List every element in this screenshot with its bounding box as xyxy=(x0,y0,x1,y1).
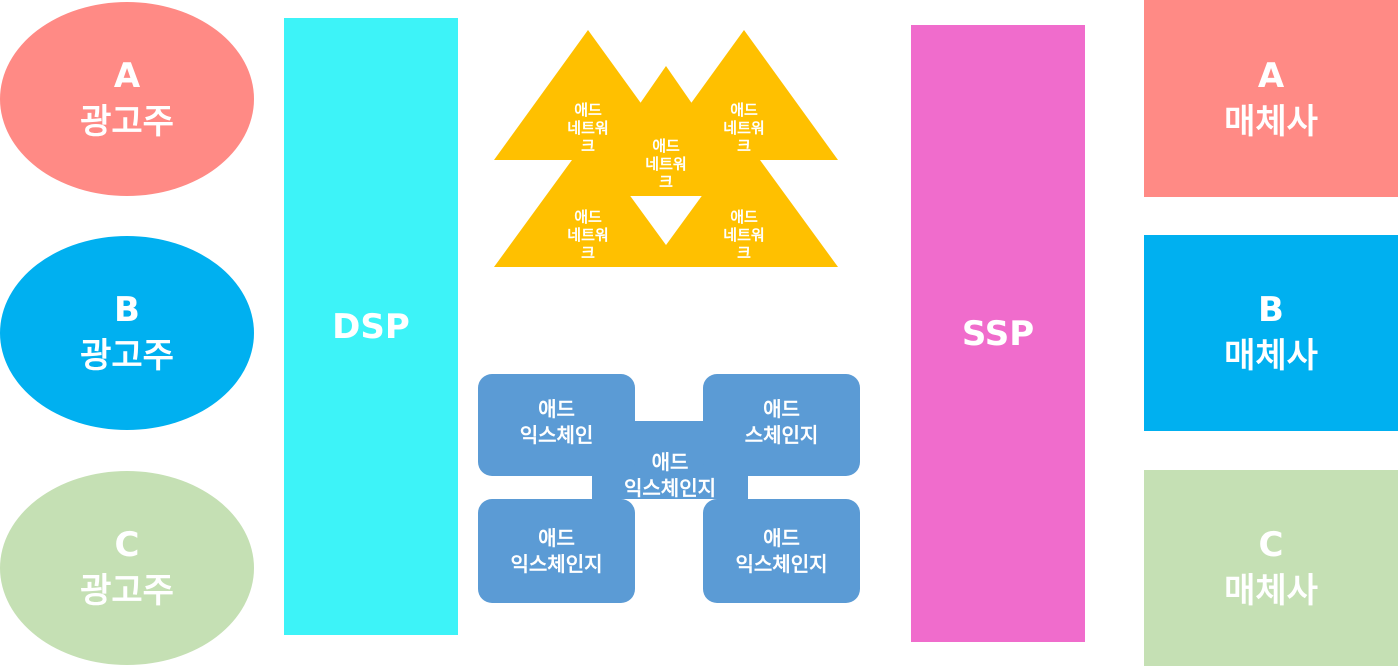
ad-exchange-bottom-left: 애드 익스체인지 xyxy=(478,499,635,603)
advertiser-a-letter: A xyxy=(113,56,141,96)
publisher-b: B 매체사 xyxy=(1144,235,1398,431)
ad-network-label-top-left: 애드 네트워 크 xyxy=(567,101,609,155)
ad-exchange-center-label: 애드 익스체인지 xyxy=(624,450,716,500)
ad-network-triangle-bottom-right xyxy=(650,138,838,267)
publisher-c-letter: C xyxy=(1258,525,1284,565)
dsp-column: DSP xyxy=(284,18,458,635)
ad-exchange-bottom-right: 애드 익스체인지 xyxy=(703,499,860,603)
ad-network-triangle-center xyxy=(576,66,756,196)
ad-exchange-top-left: 애드 익스체인 xyxy=(478,374,635,476)
ad-network-label-center: 애드 네트워 크 xyxy=(645,137,687,191)
publisher-a: A 매체사 xyxy=(1144,0,1398,197)
advertiser-b: B 광고주 xyxy=(0,236,254,430)
advertiser-b-letter: B xyxy=(114,290,140,330)
publisher-a-label: 매체사 xyxy=(1224,101,1318,142)
publisher-c: C 매체사 xyxy=(1144,470,1398,666)
advertiser-c: C 광고주 xyxy=(0,471,254,665)
publisher-b-letter: B xyxy=(1258,290,1284,330)
advertiser-b-label: 광고주 xyxy=(80,336,174,376)
publisher-c-label: 매체사 xyxy=(1224,571,1318,611)
advertiser-c-label: 광고주 xyxy=(80,571,174,611)
ad-exchange-top-right: 애드 스체인지 xyxy=(703,374,860,476)
ssp-column: SSP xyxy=(911,25,1085,642)
ssp-label: SSP xyxy=(961,313,1035,354)
advertiser-a-label: 광고주 xyxy=(80,102,174,142)
publisher-a-letter: A xyxy=(1257,55,1285,96)
ad-network-gap xyxy=(632,198,700,242)
dsp-label: DSP xyxy=(332,306,410,347)
ad-network-label-top-right: 애드 네트워 크 xyxy=(723,101,765,155)
advertiser-a: A 광고주 xyxy=(0,2,254,196)
ad-network-triangle-bottom-left xyxy=(494,138,682,267)
ad-network-label-bottom-left: 애드 네트워 크 xyxy=(567,208,609,262)
ad-network-label-bottom-right: 애드 네트워 크 xyxy=(723,208,765,262)
publisher-b-label: 매체사 xyxy=(1224,336,1318,376)
advertiser-c-letter: C xyxy=(114,525,140,565)
